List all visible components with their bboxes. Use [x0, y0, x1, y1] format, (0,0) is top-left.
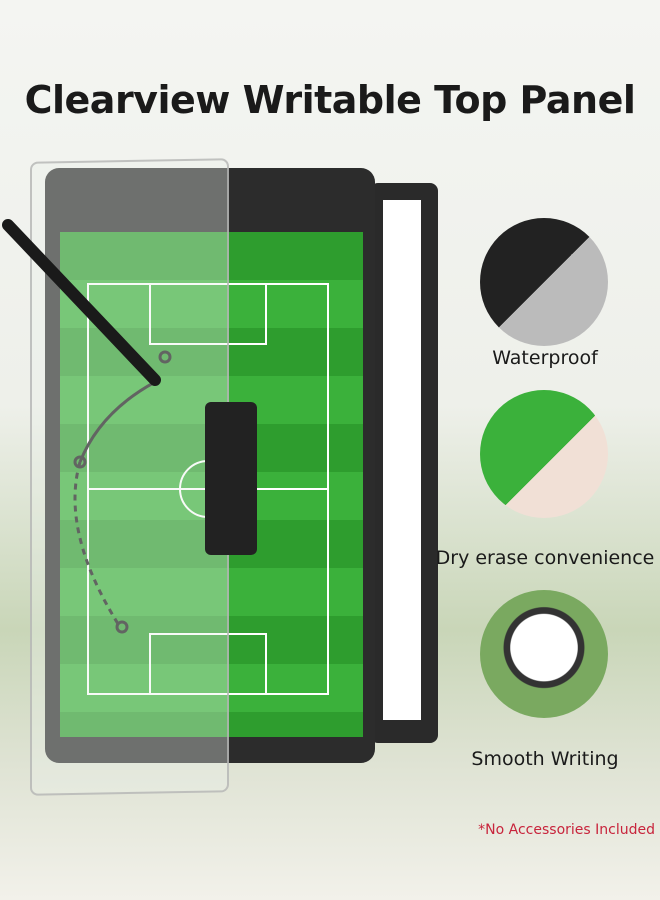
- smooth-writing-photo: [480, 590, 608, 718]
- headline: Clearview Writable Top Panel: [24, 78, 636, 122]
- paper-sheet: [383, 200, 421, 720]
- dry-erase-photo: [480, 390, 608, 518]
- feature-caption: Smooth Writing: [471, 748, 619, 770]
- waterproof-photo: [480, 218, 608, 346]
- feature-caption: Dry erase convenience: [435, 547, 655, 569]
- pen-icon: [2, 219, 161, 386]
- disclaimer-note: *No Accessories Included: [478, 822, 655, 838]
- feature-caption: Waterproof: [492, 347, 598, 369]
- clip-latch: [205, 402, 257, 555]
